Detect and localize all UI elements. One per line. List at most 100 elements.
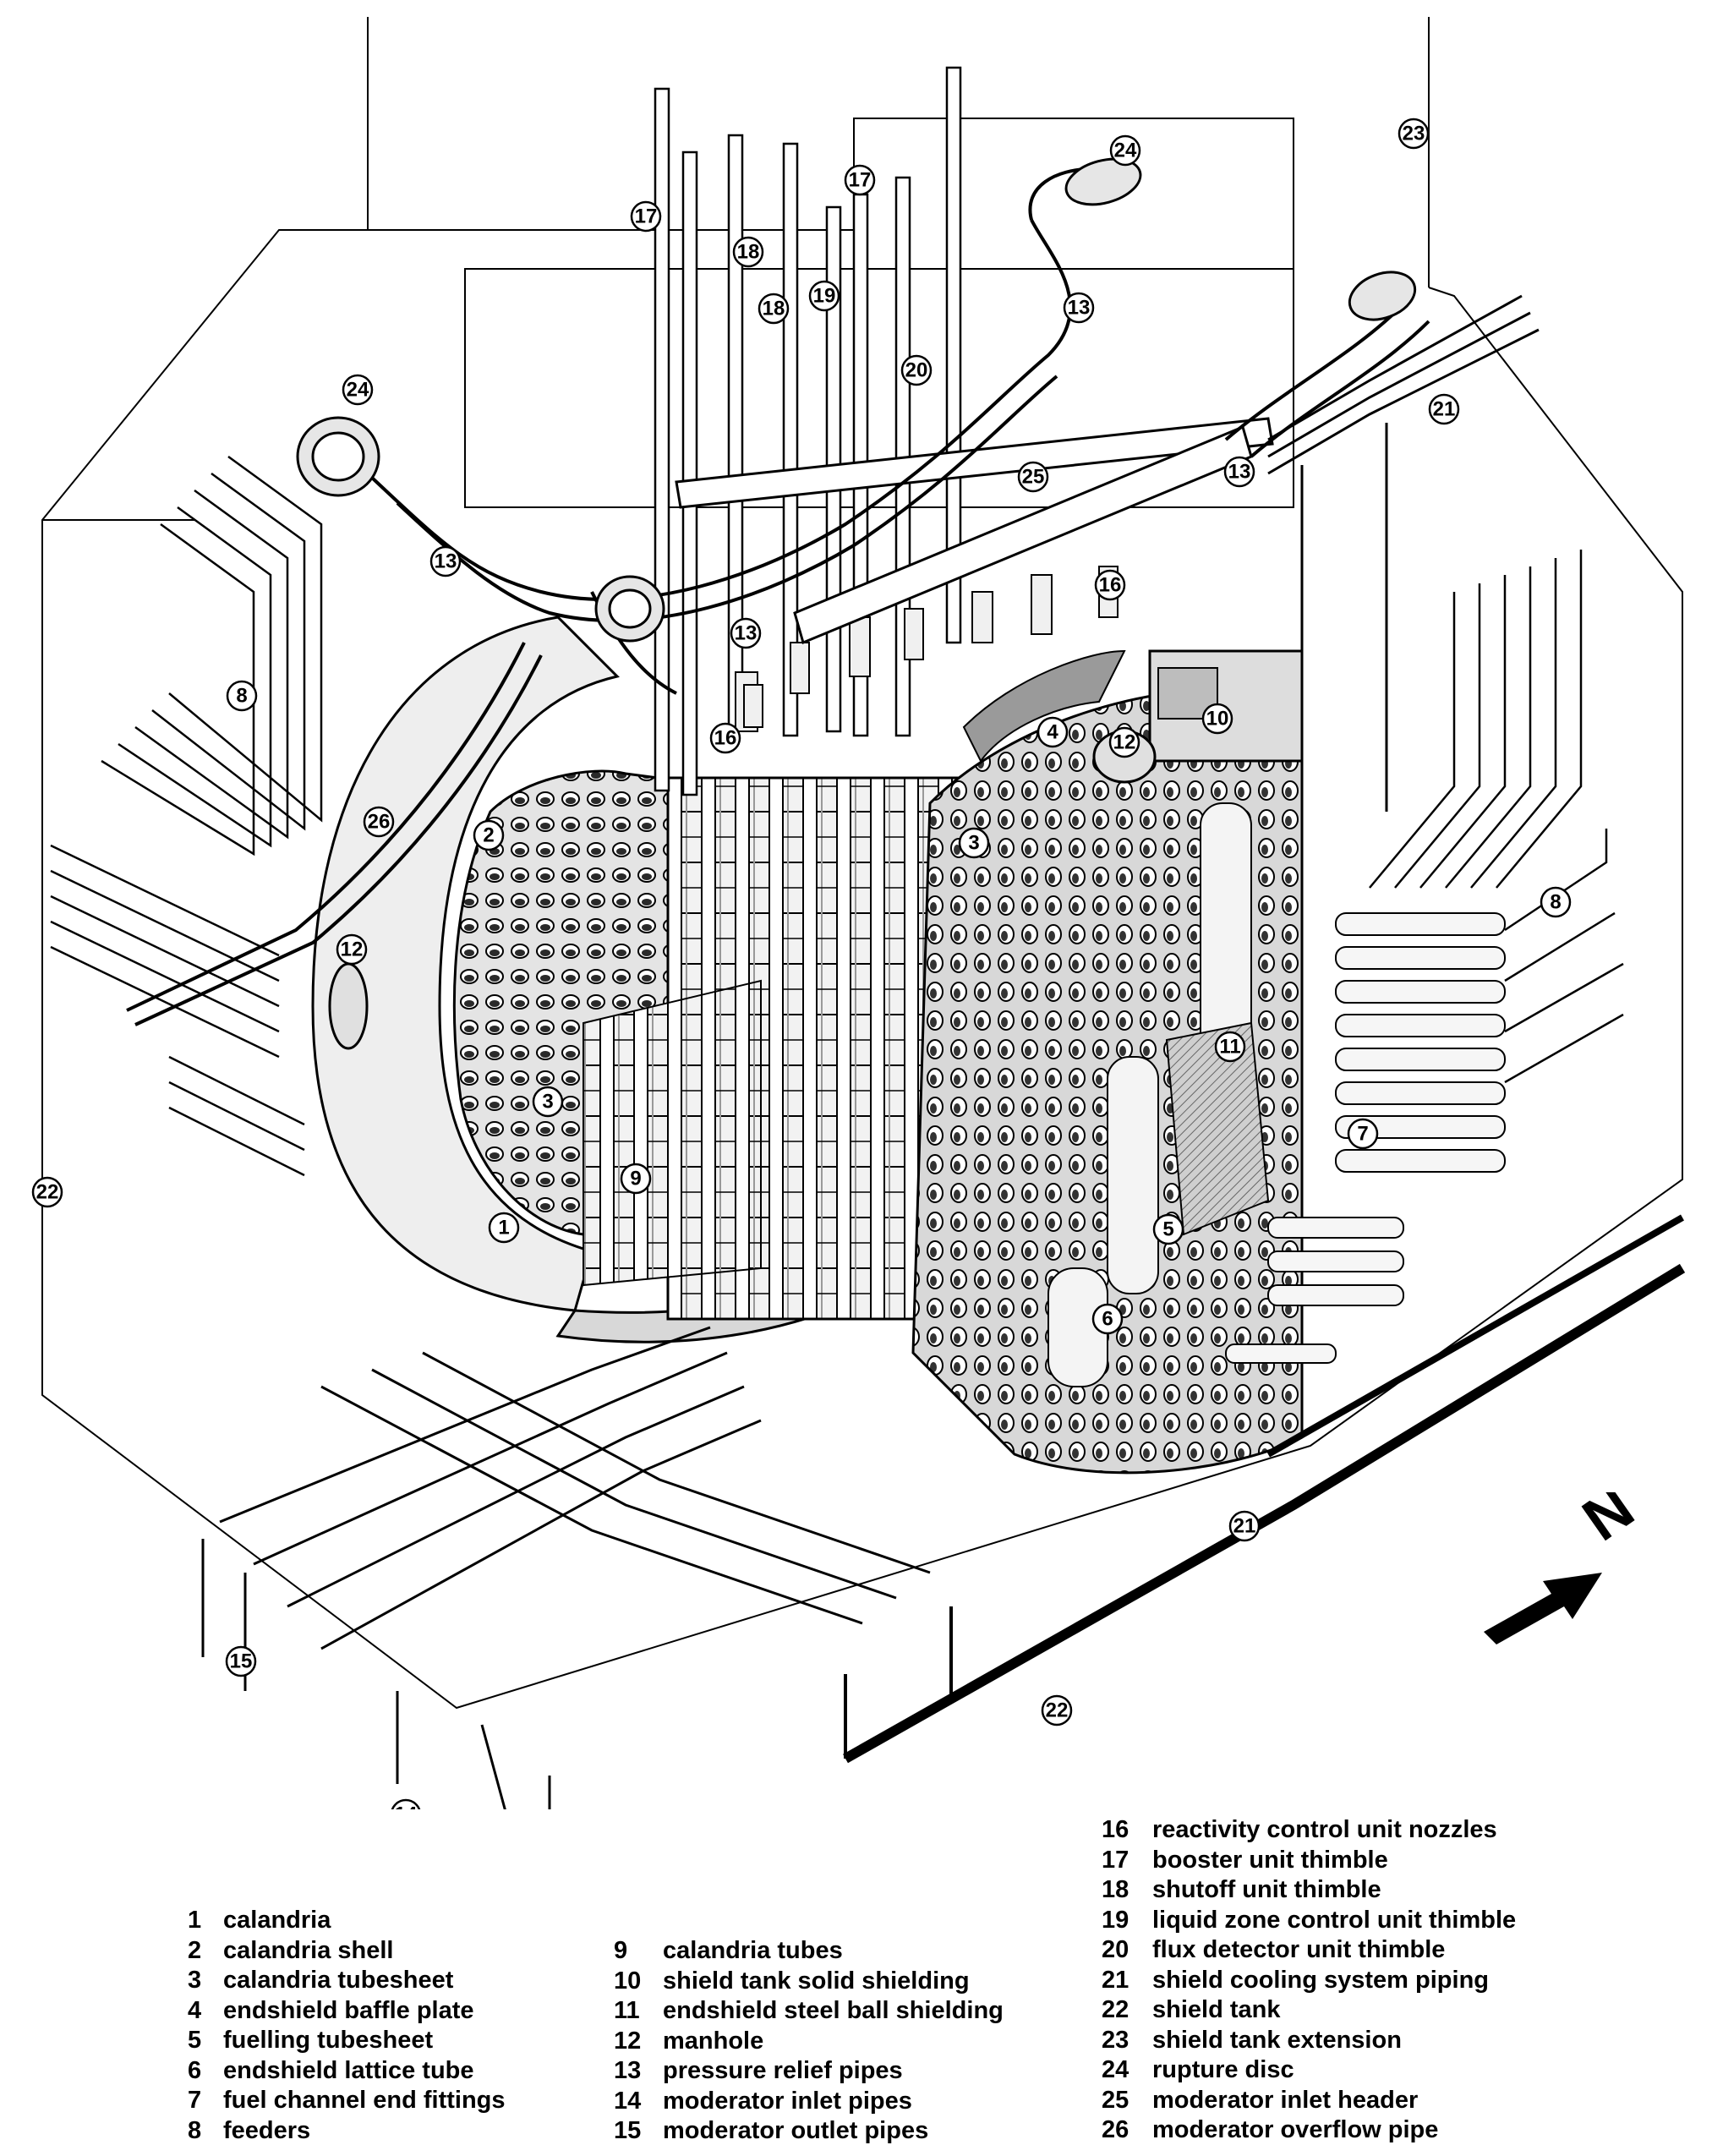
legend-item: 14 moderator inlet pipes — [614, 2087, 1004, 2117]
legend-label: shield tank extension — [1152, 2026, 1402, 2054]
callout-7: 7 — [1347, 1118, 1379, 1150]
svg-text:23: 23 — [1403, 123, 1425, 145]
legend-label: moderator inlet pipes — [663, 2087, 912, 2115]
legend-label: reactivity control unit nozzles — [1152, 1816, 1497, 1843]
callout-3b: 3 — [958, 827, 990, 859]
reactor-cutaway-diagram: 1 2 3 3 3 4 5 6 7 8 8 9 10 11 12 12 13 1… — [31, 17, 1686, 1809]
svg-text:13: 13 — [735, 622, 758, 645]
shield-tank-outline — [41, 17, 1683, 1710]
legend-label: shield tank — [1152, 1996, 1281, 2023]
callout-3a: 3 — [532, 1086, 564, 1118]
legend-number: 22 — [1102, 1996, 1129, 2023]
endshield-steel-ball-shielding — [1165, 1021, 1270, 1236]
rupture-discs — [296, 157, 1417, 643]
legend-number: 19 — [1102, 1906, 1129, 1934]
callout-9: 9 — [620, 1163, 652, 1195]
legend-number: 18 — [1102, 1876, 1129, 1903]
callout-10: 10 — [1201, 703, 1233, 735]
legend-number: 23 — [1102, 2026, 1129, 2054]
svg-text:21: 21 — [1233, 1515, 1256, 1538]
callout-18a: 18 — [732, 236, 764, 268]
legend-column-2: 9 calandria tubes 10 shield tank solid shi… — [614, 1936, 1004, 2147]
legend-number: 10 — [614, 1967, 642, 1995]
callout-13b: 13 — [730, 617, 762, 649]
legend-number: 4 — [188, 1996, 202, 2024]
callout-1: 1 — [488, 1212, 520, 1244]
svg-text:21: 21 — [1433, 398, 1456, 421]
legend-number: 14 — [614, 2087, 642, 2115]
legend-label: calandria tubesheet — [223, 1967, 454, 1994]
legend-label: rupture disc — [1152, 2056, 1294, 2083]
callout-11: 11 — [1214, 1031, 1246, 1063]
callout-24b: 24 — [1109, 134, 1141, 167]
callout-21b: 21 — [1228, 1510, 1261, 1542]
legend-item: 21 shield cooling system piping — [1102, 1966, 1516, 1996]
fuel-channel-end-fittings — [1225, 912, 1506, 1364]
callout-21a: 21 — [1428, 393, 1460, 425]
callout-17a: 17 — [630, 200, 662, 233]
callout-24a: 24 — [342, 374, 374, 406]
legend-label: manhole — [663, 2027, 764, 2055]
callout-12a: 12 — [336, 933, 368, 966]
legend-number: 16 — [1102, 1816, 1129, 1843]
legend-item: 4 endshield baffle plate — [188, 1996, 506, 2027]
callout-18b: 18 — [758, 293, 790, 325]
legend-label: endshield steel ball shielding — [663, 1997, 1004, 2024]
north-label: N — [1571, 1492, 1645, 1554]
legend-number: 21 — [1102, 1966, 1129, 1994]
legend-number: 26 — [1102, 2116, 1129, 2143]
callout-13c: 13 — [1063, 292, 1095, 324]
legend-label: booster unit thimble — [1152, 1846, 1388, 1874]
legend-number: 5 — [188, 2027, 202, 2054]
svg-text:19: 19 — [813, 285, 836, 308]
callout-16b: 16 — [1094, 569, 1126, 601]
svg-text:3: 3 — [968, 832, 979, 855]
svg-text:7: 7 — [1357, 1123, 1368, 1146]
svg-text:26: 26 — [368, 811, 391, 834]
callout-23: 23 — [1397, 118, 1430, 150]
legend-label: flux detector unit thimble — [1152, 1936, 1446, 1963]
legend-label: endshield baffle plate — [223, 1996, 474, 2024]
legend-item: 12 manhole — [614, 2027, 1004, 2057]
legend-label: shield tank solid shielding — [663, 1967, 970, 1995]
legend-item: 22 shield tank — [1102, 1995, 1516, 2026]
svg-text:3: 3 — [542, 1091, 553, 1114]
callout-2: 2 — [473, 819, 505, 851]
legend-item: 24 rupture disc — [1102, 2055, 1516, 2086]
legend-label: endshield lattice tube — [223, 2056, 474, 2084]
svg-text:15: 15 — [230, 1650, 253, 1673]
callout-16a: 16 — [709, 722, 741, 754]
svg-text:17: 17 — [849, 169, 872, 192]
callout-15a: 15 — [225, 1645, 257, 1677]
legend-label: calandria tubes — [663, 1937, 843, 1964]
svg-text:12: 12 — [1113, 731, 1136, 754]
legend-label: shield cooling system piping — [1152, 1966, 1489, 1994]
moderator-overflow-pipe — [126, 642, 543, 1026]
callout-14: 14 — [391, 1798, 421, 1809]
callout-20: 20 — [900, 354, 933, 386]
feeders-right — [1369, 550, 1624, 1084]
moderator-pipes-bottom — [201, 1326, 931, 1809]
callout-25: 25 — [1017, 461, 1049, 493]
legend-number: 8 — [188, 2116, 202, 2144]
callout-8a: 8 — [226, 680, 258, 712]
legend-number: 24 — [1102, 2056, 1129, 2083]
legend-number: 12 — [614, 2027, 642, 2055]
callout-markers: 1 2 3 3 3 4 5 6 7 8 8 9 10 11 12 12 13 1… — [31, 118, 1572, 1809]
svg-text:9: 9 — [630, 1168, 641, 1190]
north-arrow-icon — [1484, 1573, 1602, 1644]
svg-text:18: 18 — [737, 241, 760, 264]
svg-text:1: 1 — [498, 1217, 509, 1239]
callout-13a: 13 — [429, 545, 462, 577]
legend-number: 9 — [614, 1937, 628, 1964]
